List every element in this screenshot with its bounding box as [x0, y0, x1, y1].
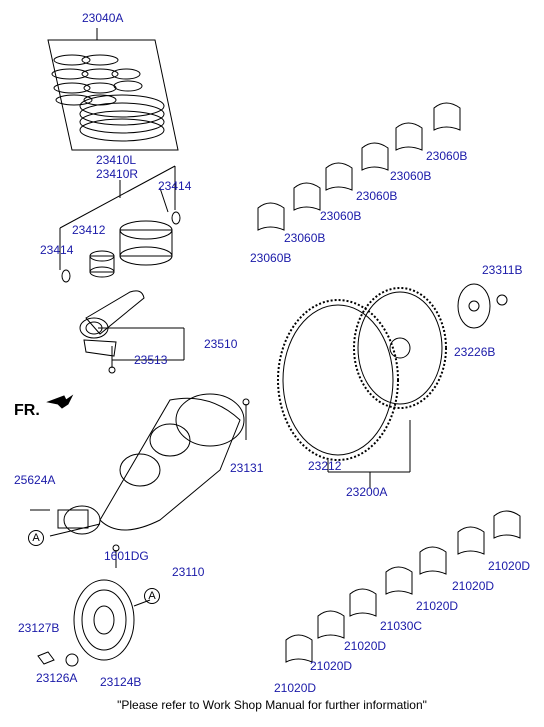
part-23414-lower-label[interactable]: 23414	[40, 243, 74, 257]
part-21030C-label[interactable]: 21030C	[380, 619, 423, 633]
part-23124B-label[interactable]: 23124B	[100, 675, 142, 689]
part-25624A-label[interactable]: 25624A	[14, 473, 56, 487]
connecting-rod-drawing	[79, 290, 185, 374]
front-arrow-icon	[46, 394, 74, 409]
front-direction-label: FR.	[14, 402, 40, 419]
part-23060B-5-label[interactable]: 23060B	[284, 231, 326, 245]
damper-pulley-drawing	[37, 579, 151, 667]
part-23127B-label[interactable]: 23127B	[18, 621, 60, 635]
part-23410R-label[interactable]: 23410R	[96, 167, 139, 181]
reference-marker-a-crankshaft: A	[28, 530, 44, 546]
part-23226B-label[interactable]: 23226B	[454, 345, 496, 359]
part-21020D-1-label[interactable]: 21020D	[488, 559, 531, 573]
part-23060B-4-label[interactable]: 23060B	[320, 209, 362, 223]
part-23040A-label[interactable]: 23040A	[82, 11, 124, 25]
main-bearing-shells-upper	[257, 102, 461, 231]
part-21020D-2-label[interactable]: 21020D	[452, 579, 495, 593]
part-23200A-label[interactable]: 23200A	[346, 485, 388, 499]
reference-marker-a-pulley: A	[144, 588, 160, 604]
part-23311B-label[interactable]: 23311B	[482, 263, 523, 277]
part-23060B-1-label[interactable]: 23060B	[426, 149, 468, 163]
part-23060B-3-label[interactable]: 23060B	[356, 189, 398, 203]
piston-ring-set-drawing	[47, 28, 179, 151]
drive-plate-drawing	[277, 283, 508, 488]
part-23513-label[interactable]: 23513	[134, 353, 168, 367]
part-23212-label[interactable]: 23212	[308, 459, 342, 473]
part-1601DG-label[interactable]: 1601DG	[104, 549, 149, 563]
piston-drawing	[59, 165, 181, 283]
main-bearing-shells-lower	[285, 510, 521, 663]
crankshaft-drawing	[30, 393, 250, 568]
part-23414-upper-label[interactable]: 23414	[158, 179, 192, 193]
part-21020D-4-label[interactable]: 21020D	[344, 639, 387, 653]
part-23060B-6-label[interactable]: 23060B	[250, 251, 292, 265]
part-23110-label[interactable]: 23110	[172, 565, 205, 579]
footer-note: "Please refer to Work Shop Manual for fu…	[117, 698, 427, 712]
part-23060B-2-label[interactable]: 23060B	[390, 169, 432, 183]
part-23510-label[interactable]: 23510	[204, 337, 238, 351]
part-23410L-label[interactable]: 23410L	[96, 153, 137, 167]
part-21020D-3-label[interactable]: 21020D	[416, 599, 459, 613]
part-23131-label[interactable]: 23131	[230, 461, 264, 475]
part-23126A-label[interactable]: 23126A	[36, 671, 78, 685]
part-21020D-5-label[interactable]: 21020D	[310, 659, 353, 673]
part-21020D-6-label[interactable]: 21020D	[274, 681, 317, 695]
part-23412-label[interactable]: 23412	[72, 223, 106, 237]
